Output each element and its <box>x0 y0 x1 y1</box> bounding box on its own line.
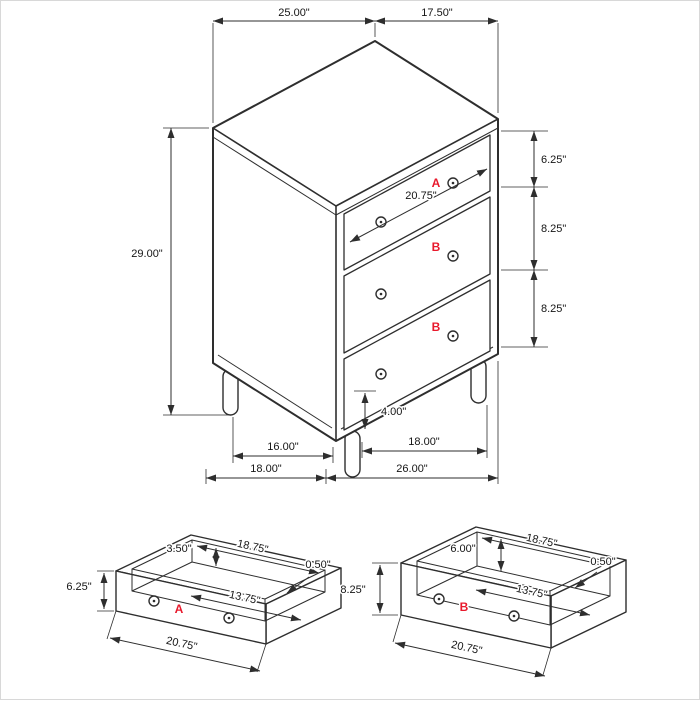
leader-line-a-wall-thickness <box>286 576 310 594</box>
dim-label-overall-width: 26.00" <box>396 463 428 475</box>
knob-center <box>451 254 455 258</box>
dim-label-a-front-width: 20.75" <box>165 635 198 653</box>
dimension-line-a-front-width <box>109 636 261 673</box>
dim-label-b-inner-depth: 6.00" <box>450 543 475 555</box>
dim-label-b-front-height: 8.25" <box>340 584 365 596</box>
knob-center <box>379 372 383 376</box>
dim-label-b-wall-thickness: 0.50" <box>590 556 615 568</box>
knob-center <box>152 599 156 603</box>
knob-center <box>451 181 455 185</box>
dimension-line-drawer-front-width <box>349 168 488 243</box>
dim-label-drawer-a-height: 6.25" <box>541 154 566 166</box>
dim-label-a-front-height: 6.25" <box>66 581 91 593</box>
leader-line-b-wall-thickness <box>574 571 598 589</box>
knob-center <box>437 597 441 601</box>
dim-label-a-wall-thickness: 0.50" <box>305 559 330 571</box>
chest-dimensions: 25.00" 17.50" 29.00" 6.25" 8.25" 8.25" 2… <box>130 6 568 484</box>
dim-label-drawer-b2-height: 8.25" <box>541 303 566 315</box>
dim-label-top-depth: 17.50" <box>421 7 453 19</box>
drawer-a-label: A <box>175 602 184 616</box>
knob-center <box>512 614 516 618</box>
dim-label-top-width: 25.00" <box>278 7 310 19</box>
dim-label-a-inner-depth: 3.50" <box>166 543 191 555</box>
dim-label-overall-depth: 18.00" <box>250 463 282 475</box>
dim-label-leg-span-width: 18.00" <box>408 436 440 448</box>
extension-line <box>106 610 117 640</box>
dimension-line-b-inner-width <box>475 588 591 617</box>
dimension-line-a-inner-width <box>190 594 302 622</box>
drawer-b-label: B <box>460 600 469 614</box>
knob-center <box>227 616 231 620</box>
chest-base-rail-left <box>217 354 333 429</box>
dim-label-drawer-front-width: 20.75" <box>405 190 437 202</box>
chest-drawer-b1-label: B <box>432 240 441 254</box>
extension-line <box>542 647 552 676</box>
dimension-line-a-top-inner-width <box>196 544 320 575</box>
dim-label-b-front-width: 20.75" <box>450 639 483 657</box>
knob-center <box>379 220 383 224</box>
chest-isometric-view: A B B <box>212 40 499 478</box>
chest-drawer-b2-front <box>343 279 491 431</box>
extension-line <box>256 643 267 673</box>
chest-drawer-a-label: A <box>432 176 441 190</box>
chest-top-slab-edge <box>212 127 499 216</box>
dim-label-height: 29.00" <box>131 248 163 260</box>
dimension-line-b-top-inner-width <box>481 536 605 567</box>
drawer-a-detail-view: A 6.25" 3.50" 18.75" 0.50" 13.75" 20.75" <box>65 534 342 673</box>
dim-label-drawer-b1-height: 8.25" <box>541 223 566 235</box>
knob-center <box>379 292 383 296</box>
dim-label-leg-span-depth: 16.00" <box>267 441 299 453</box>
dimension-line-b-front-width <box>394 641 546 678</box>
drawer-b-detail-view: B 8.25" 6.00" 18.75" 0.50" 13.75" 20.75" <box>339 526 627 678</box>
extension-line <box>392 614 402 643</box>
knob-center <box>451 334 455 338</box>
chest-leg-front <box>344 430 361 478</box>
dim-label-leg-height: 4.00" <box>381 406 406 418</box>
chest-drawer-b2-label: B <box>432 320 441 334</box>
